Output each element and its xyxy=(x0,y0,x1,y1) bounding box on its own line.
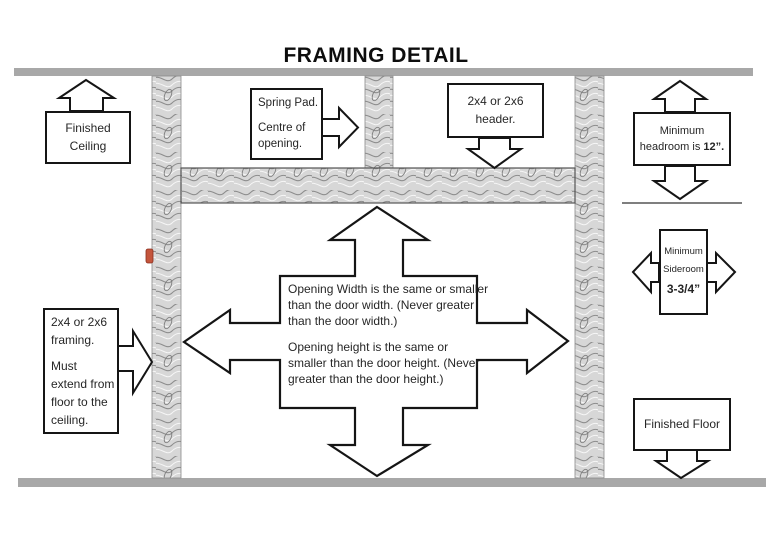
floor-bar xyxy=(18,478,766,487)
finished-ceiling-line: Ceiling xyxy=(69,138,107,153)
red-mark xyxy=(145,248,154,264)
headroom-line: Minimum xyxy=(659,124,705,137)
framing-line: floor to the xyxy=(51,395,108,409)
framing-line: Must xyxy=(51,359,78,373)
finished-floor-box: Finished Floor xyxy=(633,398,731,451)
page-title: FRAMING DETAIL xyxy=(283,44,469,67)
framing-box: 2x4 or 2x6 framing. Must extend from flo… xyxy=(43,308,119,434)
framing-line: 2x4 or 2x6 xyxy=(51,315,108,329)
framing-line: ceiling. xyxy=(51,413,89,427)
finished-ceiling-box: Finished Ceiling xyxy=(45,111,131,164)
ceiling-bar xyxy=(14,68,753,76)
spring-pad-line: Spring Pad. xyxy=(258,96,319,109)
header-box: 2x4 or 2x6 header. xyxy=(447,83,544,138)
sideroom-value: 3-3/4” xyxy=(666,282,701,297)
header-line: 2x4 or 2x6 xyxy=(467,94,524,109)
headroom-value: 12”. xyxy=(703,141,725,153)
headroom-line: headroom is 12”. xyxy=(640,139,724,156)
spring-pad-box: Spring Pad. Centre of opening. xyxy=(250,88,323,160)
headroom-up-arrow xyxy=(650,79,710,113)
spring-pad-line: opening. xyxy=(258,138,303,151)
header-down-arrow xyxy=(464,137,525,170)
opening-cross-arrow xyxy=(182,205,570,478)
headroom-text: headroom is xyxy=(639,141,704,153)
headroom-box: Minimum headroom is 12”. xyxy=(633,112,731,166)
left-stud xyxy=(151,75,182,479)
spring-pad-right-arrow xyxy=(321,105,360,150)
right-stud xyxy=(574,75,605,479)
opening-width-rule: Opening Width is the same or smaller tha… xyxy=(288,282,489,329)
opening-height-rule: Opening height is the same or smaller th… xyxy=(288,339,480,386)
framing-line: framing. xyxy=(51,333,95,347)
sideroom-line: Sideroom xyxy=(663,263,704,275)
finished-floor-label: Finished Floor xyxy=(643,416,721,431)
finished-ceiling-up-arrow xyxy=(55,78,118,112)
sideroom-right-arrow xyxy=(706,250,737,295)
framing-line: extend from xyxy=(51,377,115,391)
sideroom-left-arrow xyxy=(631,250,660,295)
opening-rules-text: Opening Width is the same or smaller tha… xyxy=(288,281,490,396)
sideroom-line: Minimum xyxy=(664,246,703,258)
finished-ceiling-line: Finished xyxy=(65,121,111,136)
framing-right-arrow xyxy=(117,327,154,397)
headroom-down-arrow xyxy=(650,165,710,201)
spring-pad-line: Centre of xyxy=(258,121,306,134)
center-spring-pad-stud xyxy=(364,75,394,169)
sideroom-box: Minimum Sideroom 3-3/4” xyxy=(659,229,708,315)
finished-floor-down-arrow xyxy=(652,449,712,480)
header-line: header. xyxy=(475,111,516,126)
header-beam xyxy=(180,167,576,204)
